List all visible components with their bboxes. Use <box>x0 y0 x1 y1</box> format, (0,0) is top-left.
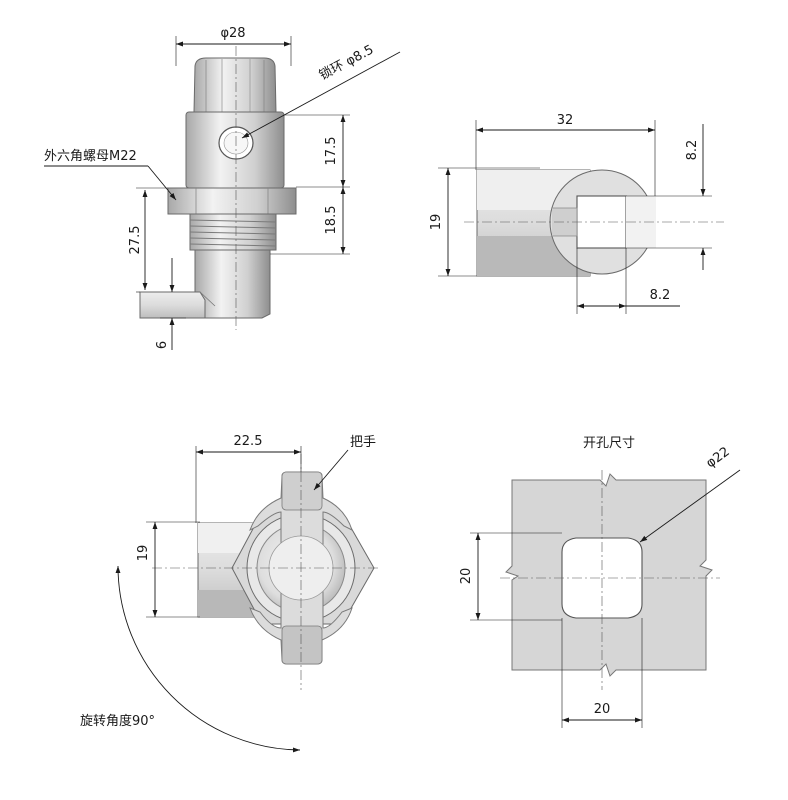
dim-top-width: 22.5 <box>195 434 302 523</box>
cutout-view: 开孔尺寸 φ22 20 20 <box>459 436 741 728</box>
top-height-value: 19 <box>136 545 151 562</box>
cutout-height-value: 20 <box>459 568 474 585</box>
side-height-value: 19 <box>429 214 444 231</box>
dim-side-height: 19 <box>429 167 540 277</box>
dim-cutout-height: 20 <box>459 532 562 621</box>
dim-side-square-horizontal: 8.2 <box>576 248 680 314</box>
top-width-value: 22.5 <box>234 434 263 449</box>
leader-hex-nut: 外六角螺母M22 <box>44 149 177 201</box>
dim-side-square-vertical: 8.2 <box>626 124 712 270</box>
rotation-arc: 旋转角度90° <box>80 565 301 753</box>
side-square-bottom-value: 8.2 <box>650 288 671 303</box>
front-upper-height-value: 17.5 <box>324 137 339 166</box>
front-thread <box>189 213 277 251</box>
dim-front-diameter: φ28 <box>175 26 292 66</box>
cutout-width-value: 20 <box>594 702 611 717</box>
dim-side-length: 32 <box>475 113 656 196</box>
rotation-angle-label: 旋转角度90° <box>80 713 155 729</box>
cutout-size-label: 开孔尺寸 <box>583 436 635 451</box>
front-knob <box>193 57 277 113</box>
front-diameter-value: φ28 <box>220 26 245 41</box>
dim-cutout-width: 20 <box>561 618 643 728</box>
front-lower-body <box>139 249 271 319</box>
dim-front-total: 27.5 <box>128 187 168 293</box>
leader-handle: 把手 <box>313 435 376 491</box>
side-view: 32 19 8.2 8.2 <box>429 113 724 314</box>
dim-front-heights: 17.5 18.5 <box>270 114 350 255</box>
hex-nut-label: 外六角螺母M22 <box>44 149 137 164</box>
front-lower-height-value: 18.5 <box>324 206 339 235</box>
dim-front-tab: 6 <box>155 258 186 350</box>
front-total-height-value: 27.5 <box>128 226 143 255</box>
lock-ring-label: 锁环 φ8.5 <box>316 42 376 84</box>
front-tab-value: 6 <box>155 341 170 349</box>
front-hex-nut <box>167 187 297 215</box>
front-view: φ28 17.5 18.5 27.5 6 <box>44 26 401 350</box>
top-view: 22.5 19 把手 旋转角度90° <box>80 434 380 753</box>
side-square-top-value: 8.2 <box>685 140 700 161</box>
cutout-diameter-value: φ22 <box>704 444 733 471</box>
dim-top-height: 19 <box>136 521 200 618</box>
side-length-value: 32 <box>557 113 574 128</box>
handle-label: 把手 <box>350 435 376 450</box>
